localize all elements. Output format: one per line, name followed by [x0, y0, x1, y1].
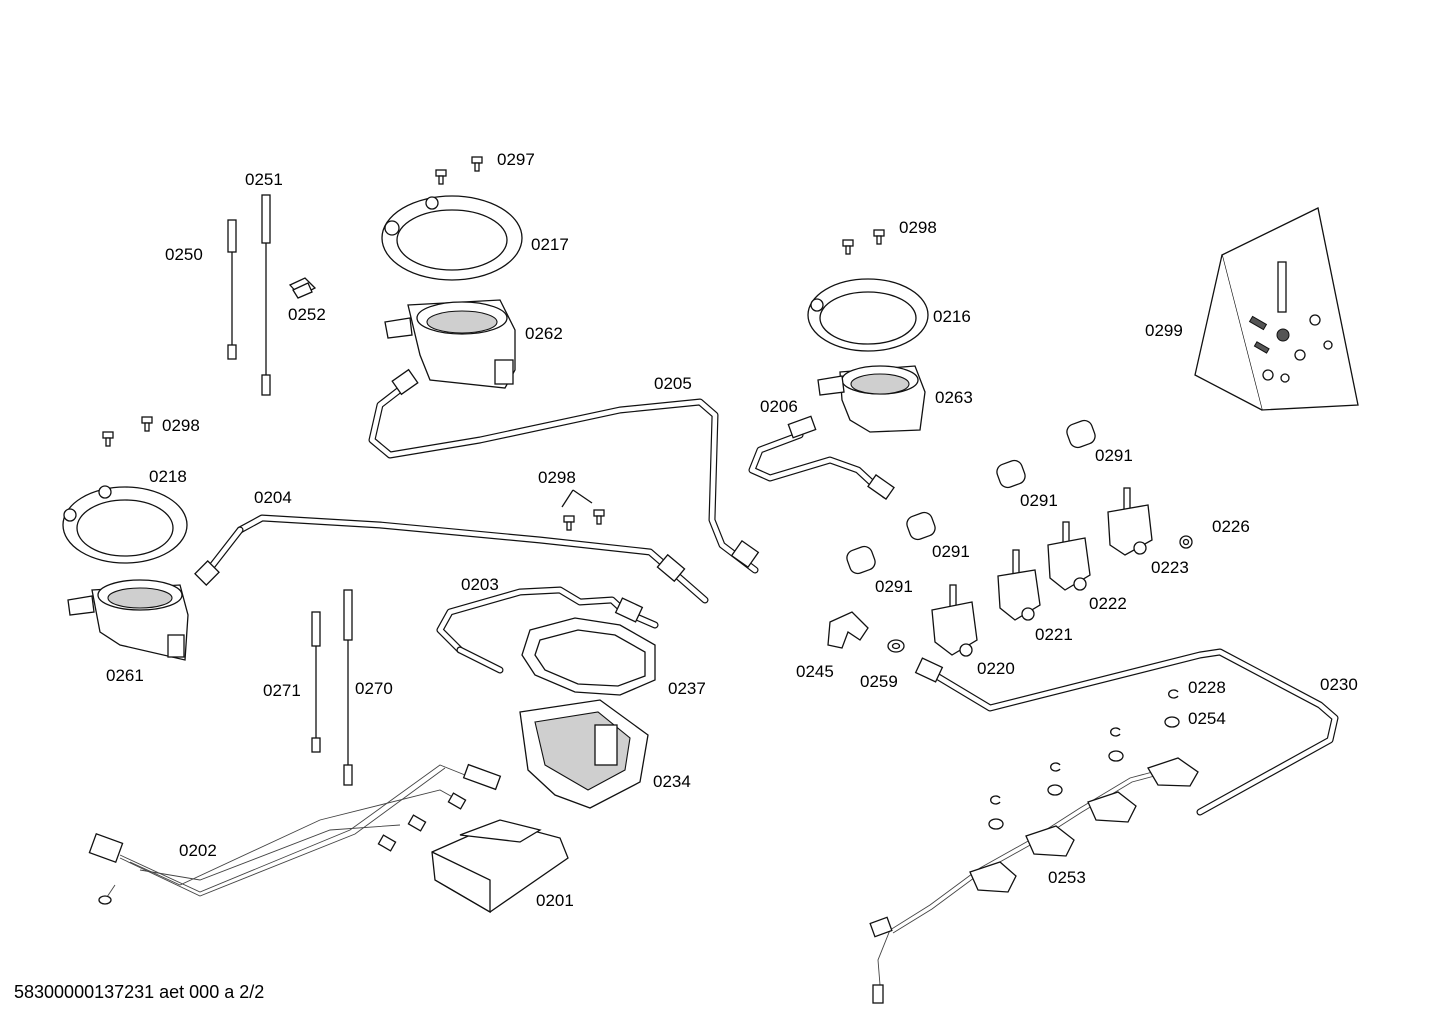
label-0220: 0220: [977, 659, 1015, 678]
label-0298-left: 0298: [162, 416, 200, 435]
gas-pipe-0204: [194, 514, 709, 604]
gasket-0237: [521, 617, 656, 696]
label-0254: 0254: [1188, 709, 1226, 728]
label-0252: 0252: [288, 305, 326, 324]
ignition-switch-0253: [869, 757, 1199, 1004]
gasket-0217: [381, 195, 523, 281]
gas-pipe-0203: [436, 586, 659, 674]
main-gas-pipe-0230: [914, 648, 1339, 816]
label-0221: 0221: [1035, 625, 1073, 644]
label-0270: 0270: [355, 679, 393, 698]
gas-valve-0223: [1107, 487, 1153, 556]
label-0216: 0216: [933, 307, 971, 326]
ignition-module-0201: [431, 819, 569, 914]
injector-kit-bag-0299: [1194, 207, 1359, 411]
label-0297: 0297: [497, 150, 535, 169]
label-0253: 0253: [1048, 868, 1086, 887]
clip-0228: [990, 689, 1179, 805]
label-0263: 0263: [935, 388, 973, 407]
label-0251: 0251: [245, 170, 283, 189]
label-0298-top: 0298: [899, 218, 937, 237]
gas-valve-0220: [931, 584, 978, 657]
label-0234: 0234: [653, 772, 691, 791]
label-0271: 0271: [263, 681, 301, 700]
label-0204: 0204: [254, 488, 292, 507]
elbow-fitting-0245: [827, 611, 869, 649]
thermocouple-0250: [227, 219, 237, 360]
label-0203: 0203: [461, 575, 499, 594]
label-0223: 0223: [1151, 558, 1189, 577]
label-0250: 0250: [165, 245, 203, 264]
label-0237: 0237: [668, 679, 706, 698]
label-0201: 0201: [536, 891, 574, 910]
gas-pipe-0206: [748, 415, 895, 500]
gas-valve-0222: [1047, 521, 1091, 591]
label-0228: 0228: [1188, 678, 1226, 697]
label-0262: 0262: [525, 324, 563, 343]
label-0261: 0261: [106, 666, 144, 685]
thermocouple-0271: [311, 611, 321, 753]
gas-valve-0221: [997, 549, 1041, 621]
label-0245: 0245: [796, 662, 834, 681]
label-0291-a: 0291: [1095, 446, 1133, 465]
label-0226: 0226: [1212, 517, 1250, 536]
burner-box-0234: [519, 699, 649, 809]
screw-0298-middle: [561, 489, 605, 531]
screw-0297: [435, 156, 483, 185]
label-0230: 0230: [1320, 675, 1358, 694]
washer-0254: [988, 716, 1180, 830]
ignition-electrode-0251: [261, 194, 271, 396]
label-0206: 0206: [760, 397, 798, 416]
burner-housing-0261: [67, 579, 189, 661]
gasket-0218: [62, 485, 188, 564]
label-0291-c: 0291: [932, 542, 970, 561]
screw-0298-left: [102, 416, 153, 447]
label-0222: 0222: [1089, 594, 1127, 613]
gasket-0216: [807, 278, 929, 352]
clip-0252: [288, 277, 317, 299]
burner-housing-0262: [384, 299, 516, 389]
label-0299: 0299: [1145, 321, 1183, 340]
label-0217: 0217: [531, 235, 569, 254]
label-0202: 0202: [179, 841, 217, 860]
gas-pipe-0205: [368, 368, 760, 574]
burner-cap-0291: [846, 419, 1096, 575]
burner-housing-0263: [817, 365, 926, 433]
label-0291-d: 0291: [875, 577, 913, 596]
screw-0298-top: [842, 229, 885, 255]
ignition-electrode-0270: [343, 589, 353, 786]
label-0291-b: 0291: [1020, 491, 1058, 510]
washer-0226: [1179, 535, 1193, 549]
document-reference-footer: 58300000137231 aet 000 a 2/2: [14, 982, 265, 1002]
label-0298-middle: 0298: [538, 468, 576, 487]
label-0218: 0218: [149, 467, 187, 486]
label-0205: 0205: [654, 374, 692, 393]
wiring-harness-0202: [88, 763, 502, 905]
label-0259: 0259: [860, 672, 898, 691]
washer-0259: [887, 639, 905, 653]
